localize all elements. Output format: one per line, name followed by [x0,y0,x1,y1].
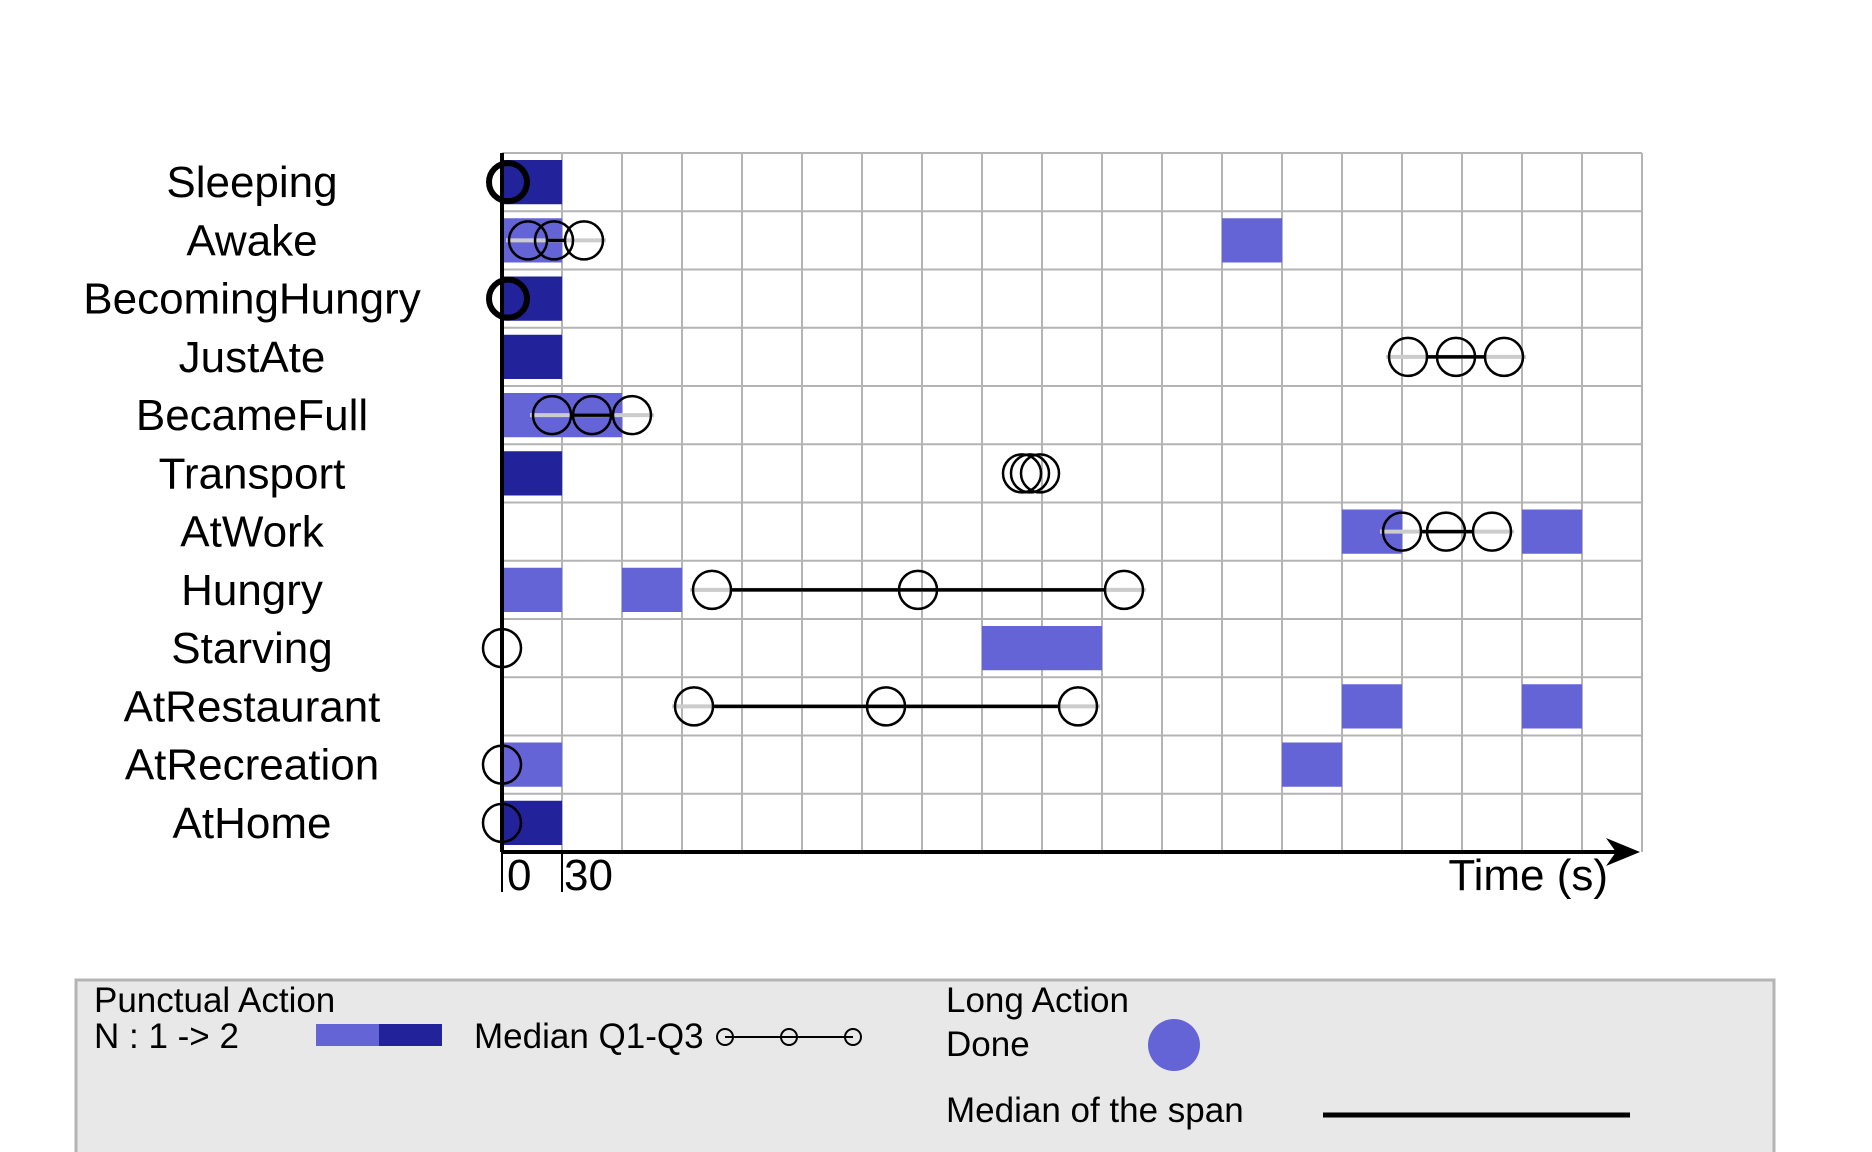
row-label-sleeping: Sleeping [166,158,337,207]
median-marker-justate [1435,336,1477,378]
median-marker-becamefull [571,394,613,436]
q1-marker-atwork [1381,511,1423,552]
q1-marker-awake [507,220,549,261]
q3-marker-hungry [1103,569,1145,611]
bar-hungry [622,567,682,612]
row-label-atwork: AtWork [180,508,324,557]
q1-marker-hungry [691,569,733,611]
row-label-hungry: Hungry [181,566,323,615]
row-label-atrestaurant: AtRestaurant [124,682,381,731]
bar-justate [502,334,562,379]
legend-median-label: Median Q1-Q3 [474,1017,704,1056]
x-axis-arrowhead [1606,838,1640,866]
q3-marker-atwork [1471,511,1513,552]
median-marker-atwork [1425,511,1467,552]
q3-marker-transport [1019,453,1061,494]
q3-marker-awake [563,220,605,261]
bar-atrecreation [1282,742,1342,787]
median-marker-atrestaurant [865,686,907,727]
q1-marker-justate [1387,336,1429,378]
grid [502,152,1643,852]
x-axis-label: Time (s) [1448,851,1608,900]
bar-awake [1222,218,1282,263]
median-marker-awake [533,220,575,261]
bar-becominghungry [502,276,562,321]
bar-sleeping [502,160,562,205]
bar-atrestaurant [1522,684,1582,729]
q1-marker-atrestaurant [673,686,715,727]
legend-q3-marker [844,1028,862,1046]
legend-done-dot [1148,1019,1200,1071]
legend-punctual-title: Punctual Action [94,981,335,1020]
punctual-action-bars [502,160,1582,845]
median-marker-transport [1009,453,1051,494]
bar-transport [502,451,562,496]
row-label-athome: AtHome [173,799,332,848]
legend-n1-swatch [316,1024,379,1046]
legend-median-sample [716,1028,862,1046]
q1-marker-becamefull [531,394,573,436]
bar-atrestaurant [1342,684,1402,729]
row-label-atrecreation: AtRecreation [125,741,379,790]
median-marker-hungry [897,569,939,611]
legend-done-label: Done [946,1025,1030,1064]
row-label-becamefull: BecameFull [136,391,368,440]
row-label-justate: JustAte [179,333,326,382]
row-label-awake: Awake [186,216,317,265]
row-label-starving: Starving [171,624,332,673]
row-labels: SleepingAwakeBecomingHungryJustAteBecame… [83,158,421,848]
legend-q1-marker [716,1028,734,1046]
bar-starving [982,626,1102,671]
x-tick-label-30: 30 [564,851,613,900]
row-label-transport: Transport [159,449,346,498]
legend-n2-swatch [379,1024,442,1046]
q3-marker-becamefull [611,394,653,436]
bar-atwork [1522,509,1582,554]
legend-median-marker [780,1028,798,1046]
x-tick-label-0: 0 [507,851,531,900]
q3-marker-justate [1483,336,1525,378]
q3-marker-atrestaurant [1057,686,1099,727]
q1-marker-becominghungry [486,276,530,321]
legend-punctual-n: N : 1 -> 2 [94,1017,239,1056]
legend-long-title: Long Action [946,981,1129,1020]
q1-marker-transport [1001,453,1043,494]
axes: 0 30 Time (s) [500,153,1640,900]
legend-box [74,978,1776,1152]
row-label-becominghungry: BecomingHungry [83,275,421,324]
legend: Punctual Action N : 1 -> 2 Median Q1-Q3 … [74,978,1776,1152]
legend-span-label: Median of the span [946,1091,1244,1130]
q1-marker-sleeping [486,160,530,205]
bar-hungry [502,567,562,612]
